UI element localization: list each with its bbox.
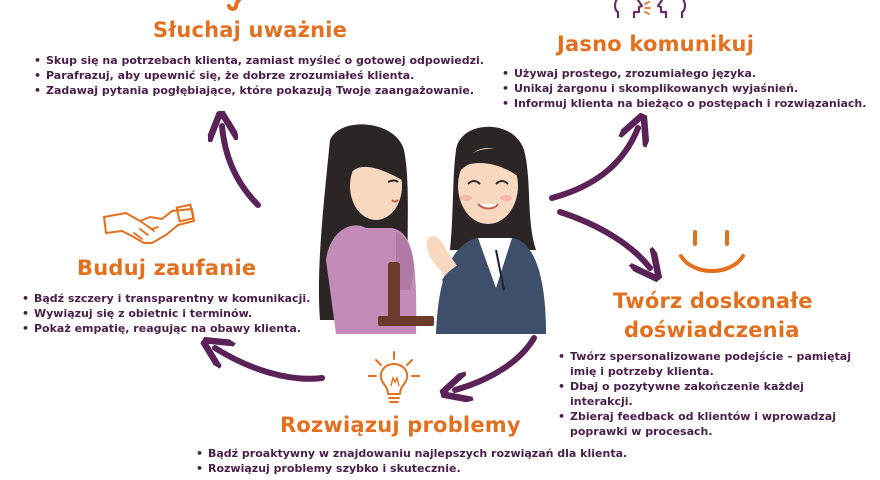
smile-icon	[679, 230, 745, 273]
arrow-to-experience	[557, 209, 650, 268]
experience-title-line2: doświadczenia	[624, 318, 800, 342]
problems-title: Rozwiązuj problemy	[280, 413, 521, 437]
list-item: Zadawaj pytania pogłębiające, które poka…	[34, 83, 484, 98]
list-item: Informuj klienta na bieżąco o postępach …	[502, 96, 866, 111]
arrow-to-problems	[455, 335, 537, 390]
list-item: Twórz spersonalizowane podejście – pamię…	[558, 349, 858, 379]
list-item: Skup się na potrzebach klienta, zamiast …	[34, 53, 484, 68]
arrow-to-communicate	[549, 128, 638, 201]
two-women-illustration	[318, 124, 546, 334]
arrow-trust-to-listen	[222, 126, 261, 208]
experience-title-line1: Twórz doskonałe	[613, 289, 813, 313]
list-item: Rozwiązuj problemy szybko i skutecznie.	[196, 461, 627, 476]
two-heads-talking-icon	[613, 0, 687, 18]
experience-points: Twórz spersonalizowane podejście – pamię…	[558, 349, 858, 439]
list-item: Unikaj żargonu i skomplikowanych wyjaśni…	[502, 81, 866, 96]
list-item: Bądź proaktywny w znajdowaniu najlepszyc…	[196, 446, 627, 461]
listen-title: Słuchaj uważnie	[153, 18, 348, 42]
list-item: Zbieraj feedback od klientów i wprowadza…	[558, 409, 858, 439]
trust-points: Bądź szczery i transparentny w komunikac…	[22, 291, 310, 336]
handshake-icon	[103, 203, 195, 244]
problems-points: Bądź proaktywny w znajdowaniu najlepszyc…	[196, 446, 627, 476]
woman-left	[318, 124, 434, 334]
trust-title: Buduj zaufanie	[77, 256, 257, 280]
list-item: Parafrazuj, aby upewnić się, że dobrze z…	[34, 68, 484, 83]
list-item: Wywiązuj się z obietnic i terminów.	[22, 306, 310, 321]
ear-icon	[227, 0, 242, 11]
arrow-to-trust	[215, 348, 325, 382]
woman-right	[426, 126, 546, 334]
communicate-points: Używaj prostego, zrozumiałego języka. Un…	[502, 66, 866, 111]
communicate-title: Jasno komunikuj	[557, 32, 755, 56]
list-item: Pokaż empatię, reagując na obawy klienta…	[22, 321, 310, 336]
list-item: Dbaj o pozytywne zakończenie każdej inte…	[558, 379, 858, 409]
list-item: Bądź szczery i transparentny w komunikac…	[22, 291, 310, 306]
list-item: Używaj prostego, zrozumiałego języka.	[502, 66, 866, 81]
lightbulb-icon	[368, 351, 420, 403]
listen-points: Skup się na potrzebach klienta, zamiast …	[34, 53, 484, 98]
